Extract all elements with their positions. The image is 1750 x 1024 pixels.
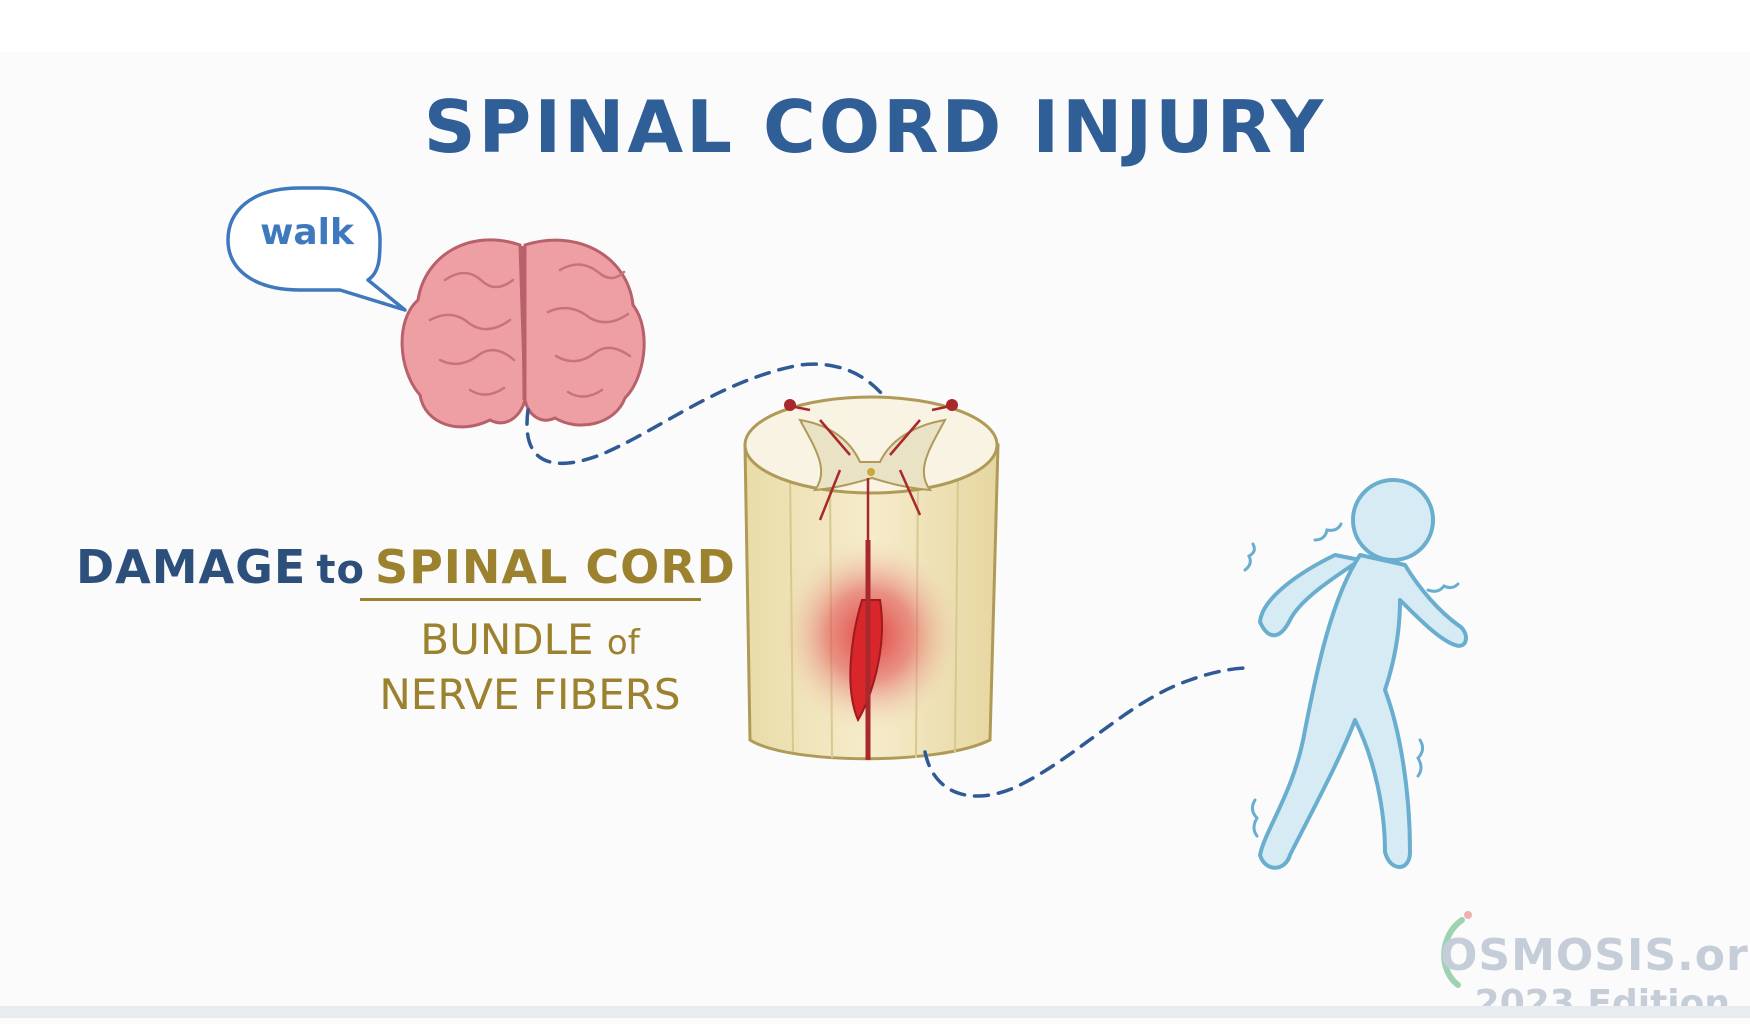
definition-line-2: NERVE FIBERS: [379, 670, 681, 719]
spinal-cord-illustration: [743, 395, 1000, 761]
speech-bubble: [226, 186, 407, 312]
osmosis-logo-icon: [1441, 917, 1465, 988]
top-band: [0, 0, 1750, 52]
of-label: of: [606, 623, 640, 663]
brain-icon: [400, 238, 646, 429]
bottom-band: [0, 1006, 1750, 1018]
speech-bubble-text: walk: [260, 212, 354, 253]
spinal-cord-term: SPINAL CORD: [374, 540, 736, 594]
damage-label: DAMAGE: [76, 540, 307, 594]
definition-divider: [360, 598, 701, 601]
to-label: to: [316, 547, 365, 593]
definition-text: BUNDLE of NERVE FIBERS: [355, 614, 705, 721]
bundle-label: BUNDLE: [420, 615, 594, 664]
dashed-pathway-lower: [923, 666, 1250, 798]
slide-title: SPINAL CORD INJURY: [423, 85, 1327, 169]
dashed-pathway-upper: [525, 362, 920, 472]
definition-line-1: BUNDLE of: [355, 614, 705, 669]
person-figure-icon: [1243, 478, 1468, 870]
watermark-brand: OSMOSIS.org: [1440, 930, 1750, 981]
